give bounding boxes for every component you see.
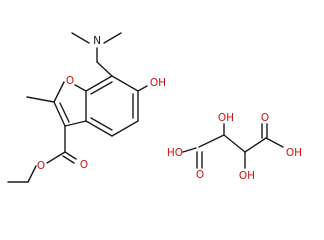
bond-n-methyl-right <box>103 32 122 44</box>
atom-label-o-right-carbonyl: O <box>261 112 269 124</box>
bond-carbonyl-co-a <box>64 151 77 160</box>
benzofuran-molecule <box>7 32 148 183</box>
bond-ch2-c7 <box>96 61 113 77</box>
bond-o-ester-ch2 <box>27 165 37 183</box>
bond-c3-c4 <box>244 137 267 153</box>
atom-label-oh-top: OH <box>218 112 234 124</box>
bond-c2-methyl <box>26 96 55 103</box>
atom-label-oh-right: OH <box>286 147 302 159</box>
bond-c7a-c7 <box>85 75 113 92</box>
bond-ho-c1 <box>182 147 197 153</box>
bond-o1-c2 <box>53 81 65 103</box>
atom-label-ho-left: HO <box>167 147 183 159</box>
bond-c4-oh <box>265 137 284 148</box>
atom-label-o-left-carbonyl: O <box>196 169 204 181</box>
atom-label-oh-phenol: OH <box>150 77 166 89</box>
chemical-structure-drawing: N O OH O O HO O OH OH O OH <box>7 32 302 183</box>
bond-n-methyl-left <box>71 32 90 44</box>
atom-label-oh-bottom: OH <box>239 170 255 182</box>
tartaric-acid-molecule <box>182 123 284 169</box>
atom-label-o-carbonyl: O <box>80 159 88 171</box>
bond-c7-c6 <box>111 75 139 92</box>
atom-label-o-furan: O <box>66 75 74 87</box>
bond-c6-oh <box>137 85 148 92</box>
atom-labels: N O OH O O HO O OH OH O OH <box>37 35 302 182</box>
structure-canvas: N O OH O O HO O OH OH O OH <box>7 32 302 183</box>
bond-c3-c3a <box>64 120 87 127</box>
bond-double-c2-c3 <box>59 102 70 123</box>
atom-label-n: N <box>93 35 101 47</box>
bond-c5-c4 <box>111 120 139 137</box>
atom-label-o-ester: O <box>37 160 45 172</box>
bond-double-c4-c3a <box>90 117 113 131</box>
bond-carbonyl-co-b <box>62 155 75 164</box>
bond-c2-c3 <box>223 134 246 153</box>
bond-carbonyl-c-o-ester <box>46 151 66 164</box>
bond-c2-c3 <box>53 101 66 127</box>
bond-double-c7a-c7 <box>90 81 113 95</box>
bond-c4-c3a <box>85 120 113 137</box>
bond-c1-c2 <box>198 134 225 148</box>
bond-c7a-o1 <box>74 84 87 92</box>
